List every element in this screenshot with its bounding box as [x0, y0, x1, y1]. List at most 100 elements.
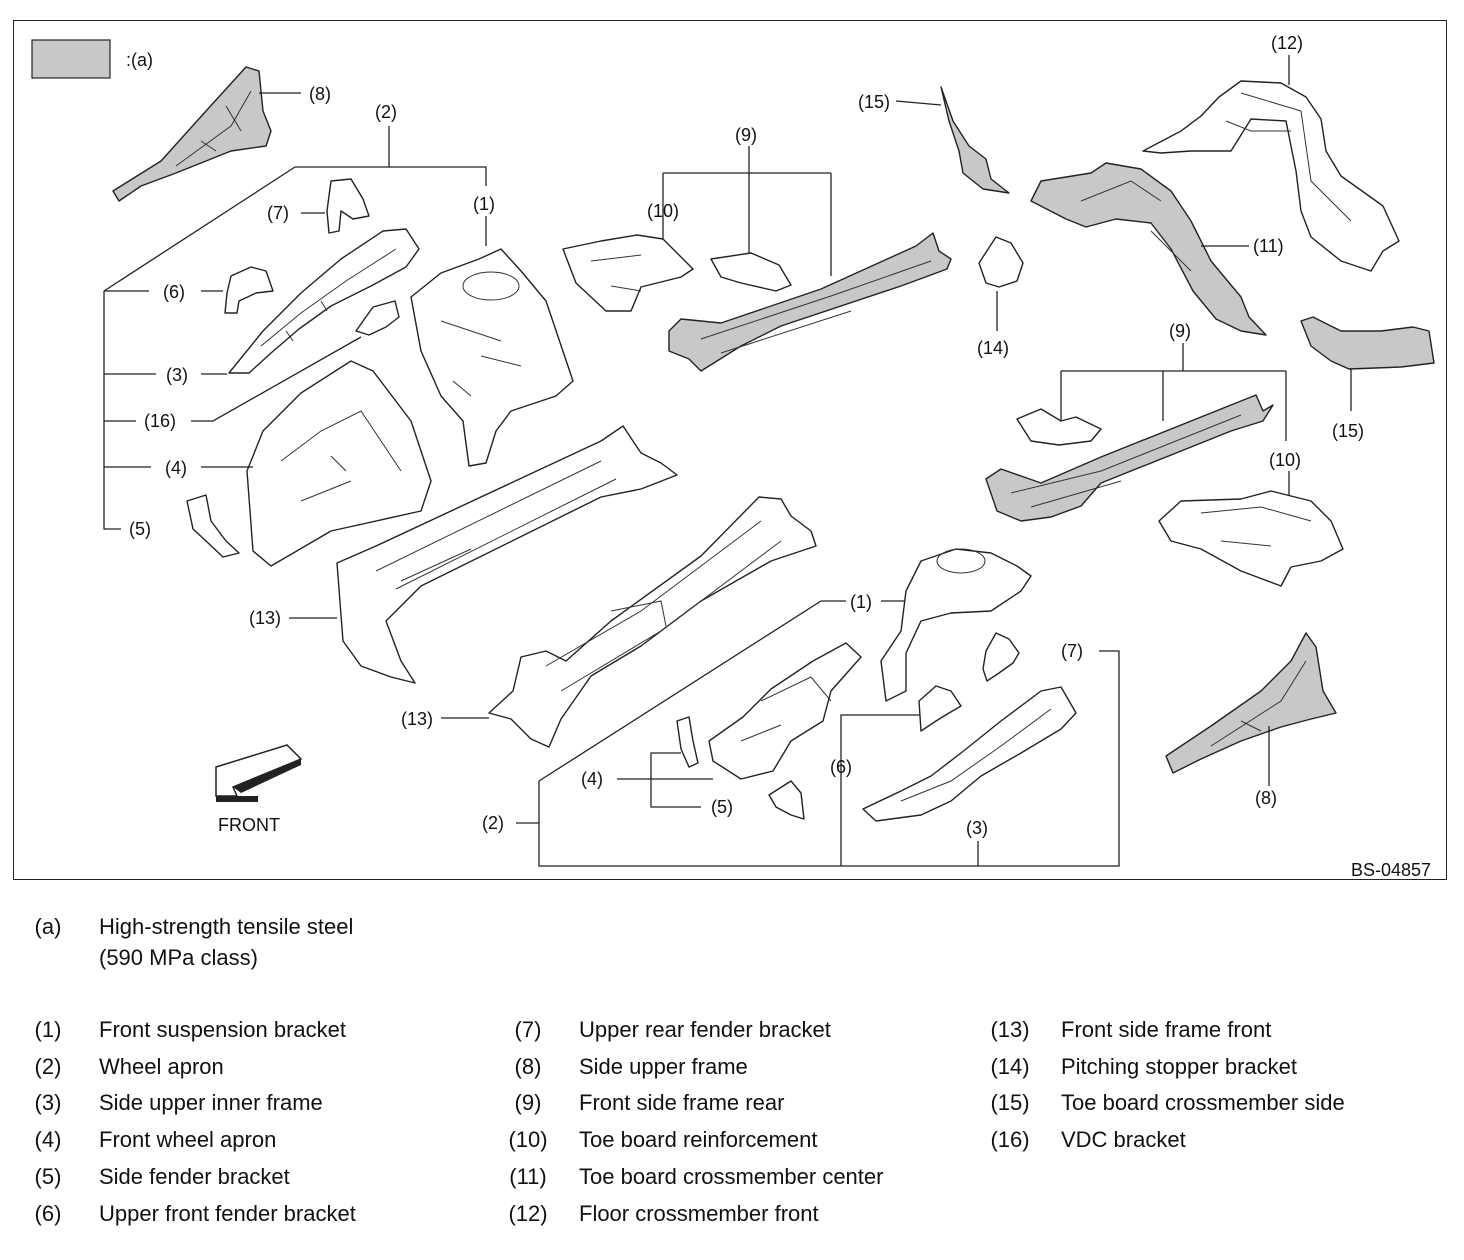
upper-rear-fender-bracket-right	[982, 632, 1020, 682]
high-strength-swatch	[31, 39, 111, 79]
legend-item: (10) Toe board reinforcement	[498, 1125, 968, 1155]
callout-3-left: (3)	[166, 365, 188, 385]
legend-item-name: Toe board crossmember side	[1061, 1090, 1345, 1116]
legend-item-number: (7)	[514, 1017, 542, 1042]
legend-item-number: (14)	[990, 1053, 1030, 1079]
callout-13-center: (13)	[401, 709, 433, 729]
callout-8-right: (8)	[1255, 788, 1277, 808]
legend-item-number: (1)	[34, 1017, 62, 1042]
side-upper-inner-frame-left	[228, 228, 420, 374]
callout-11: (11)	[1253, 236, 1284, 256]
swatch-label: :(a)	[126, 50, 153, 70]
front-side-frame-rear-piece-right	[1016, 408, 1102, 446]
legend-a-line2: (590 MPa class)	[99, 945, 258, 970]
vdc-bracket	[355, 300, 400, 336]
legend-item: (14) Pitching stopper bracket	[980, 1052, 1450, 1082]
callout-9-center: (9)	[735, 125, 757, 145]
front-suspension-bracket-lower	[880, 548, 1032, 702]
toe-board-crossmember-center	[1030, 162, 1267, 336]
legend-item-number: (11)	[509, 1163, 547, 1189]
upper-front-fender-bracket-left	[224, 266, 274, 314]
callout-6-lower: (6)	[830, 757, 852, 777]
legend-item-name: Toe board reinforcement	[579, 1127, 818, 1153]
toe-board-reinforcement-right	[1158, 490, 1344, 587]
callout-4-lower: (4)	[581, 769, 603, 789]
front-side-frame-rear-right	[985, 394, 1274, 522]
legend-item-number: (4)	[34, 1127, 62, 1153]
callout-1-lower: (1)	[850, 592, 872, 612]
legend-item-name: VDC bracket	[1061, 1127, 1186, 1153]
parts-legend: (a) High-strength tensile steel (590 MPa…	[0, 900, 1464, 1260]
callout-5-lower: (5)	[711, 797, 733, 817]
front-side-frame-front-lower	[488, 496, 817, 748]
figure-code: BS-04857	[1351, 860, 1431, 880]
legend-item-name: Toe board crossmember center	[579, 1163, 884, 1189]
legend-item: (3)Side upper inner frame	[18, 1088, 488, 1118]
callout-13-left: (13)	[249, 608, 281, 628]
legend-item: (4) Front wheel apron	[18, 1125, 488, 1155]
legend-item-name: Side upper frame	[579, 1053, 748, 1079]
callout-6-left: (6)	[163, 282, 185, 302]
callout-2-top: (2)	[375, 102, 397, 122]
legend-item: (5)Side fender bracket	[18, 1162, 488, 1192]
legend-item-number: (9)	[514, 1090, 542, 1116]
legend-item-number: (15)	[990, 1090, 1030, 1116]
upper-front-fender-bracket-right	[918, 685, 962, 732]
legend-item: (12)Floor crossmember front	[498, 1199, 968, 1229]
front-side-frame-front-upper	[336, 425, 678, 684]
legend-item-name: Front wheel apron	[99, 1127, 277, 1153]
front-arrow-shadow	[216, 759, 301, 802]
toe-board-crossmember-side-top	[940, 86, 1010, 194]
legend-item-number: (12)	[508, 1200, 548, 1226]
callout-15-right: (15)	[1332, 421, 1364, 441]
callout-8-top: (8)	[309, 84, 331, 104]
legend-item-name: Upper front fender bracket	[99, 1200, 356, 1226]
callout-12: (12)	[1271, 33, 1303, 53]
front-wheel-apron-right	[708, 642, 862, 780]
legend-item-number: (10)	[508, 1127, 548, 1153]
front-side-frame-rear-center	[668, 232, 952, 372]
legend-item-number: (6)	[34, 1200, 62, 1226]
callout-15-top: (15)	[858, 92, 890, 112]
toe-board-crossmember-side-right	[1300, 316, 1435, 370]
legend-item: (2)Wheel apron	[18, 1052, 488, 1082]
legend-item-number: (2)	[34, 1053, 62, 1079]
pitching-stopper-bracket	[978, 236, 1024, 288]
callout-3-lower: (3)	[966, 818, 988, 838]
front-side-frame-rear-piece-center	[710, 252, 792, 292]
legend-item: (6) Upper front fender bracket	[18, 1199, 488, 1229]
parts-diagram-frame: :(a) (8) (2) (1) (7) (6) (3) (16) (4) (5…	[13, 20, 1447, 880]
legend-item-name: Side upper inner frame	[99, 1090, 323, 1116]
callout-4-left: (4)	[165, 458, 187, 478]
legend-item-name: Front side frame rear	[579, 1090, 785, 1116]
front-label: FRONT	[218, 815, 280, 835]
side-upper-frame-right	[1165, 632, 1337, 774]
callout-9-right: (9)	[1169, 321, 1191, 341]
legend-num-a: (a)	[34, 914, 62, 939]
callout-7-lower: (7)	[1061, 641, 1083, 661]
callout-5-left: (5)	[129, 519, 151, 539]
side-upper-inner-frame-right	[862, 686, 1077, 822]
legend-item-number: (5)	[34, 1163, 62, 1189]
side-fender-bracket-left	[186, 494, 240, 558]
callout-10-center: (10)	[647, 201, 679, 221]
legend-item: (1)Front suspension bracket	[18, 1015, 488, 1045]
legend-item-number: (13)	[990, 1017, 1030, 1042]
callout-7-left: (7)	[267, 203, 289, 223]
legend-row-a: (a) High-strength tensile steel (590 MPa…	[0, 912, 1464, 976]
toe-board-reinforcement-center	[562, 234, 694, 312]
legend-item: (7) Upper rear fender bracket	[498, 1015, 968, 1045]
side-fender-bracket-upper-piece	[676, 716, 699, 768]
floor-crossmember-front	[1142, 80, 1400, 272]
legend-item: (16)VDC bracket	[980, 1125, 1450, 1155]
exploded-parts-diagram: :(a) (8) (2) (1) (7) (6) (3) (16) (4) (5…	[31, 33, 1435, 880]
legend-item: (9) Front side frame rear	[498, 1088, 968, 1118]
legend-item-name: Pitching stopper bracket	[1061, 1053, 1298, 1079]
callout-14: (14)	[977, 338, 1009, 358]
legend-item: (8)Side upper frame	[498, 1052, 968, 1082]
legend-item: (15) Toe board crossmember side	[980, 1088, 1450, 1118]
legend-item-name: Upper rear fender bracket	[579, 1017, 831, 1042]
legend-item: (11) Toe board crossmember center	[498, 1162, 968, 1192]
front-suspension-bracket-upper	[410, 248, 574, 467]
callout-10-right: (10)	[1269, 450, 1301, 470]
